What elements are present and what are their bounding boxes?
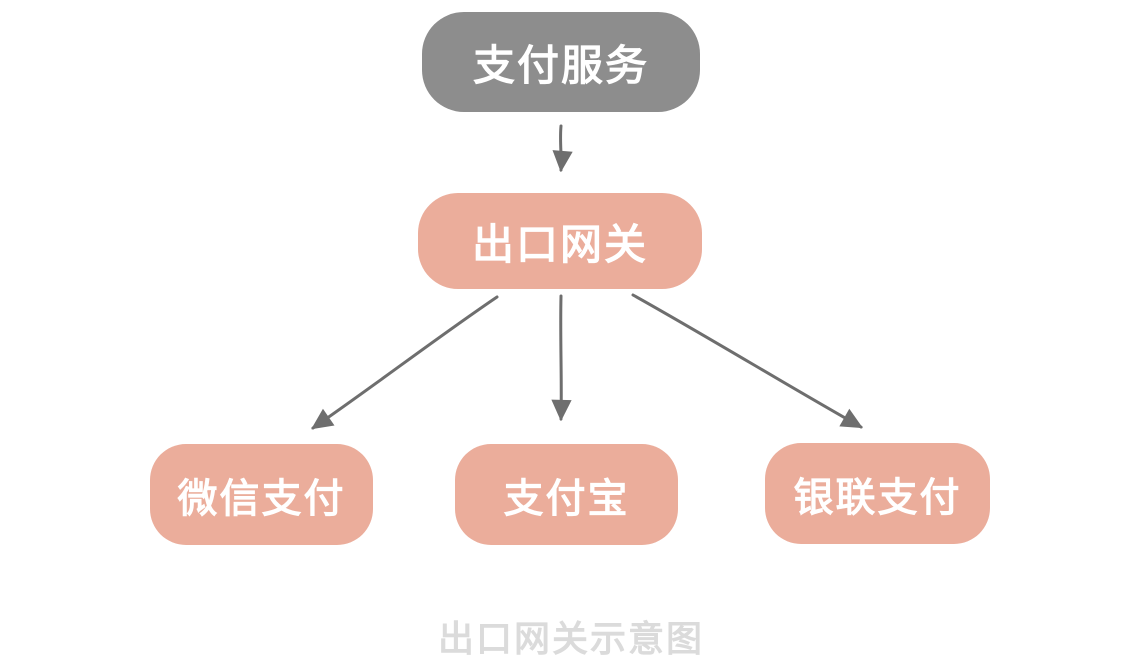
diagram-caption: 出口网关示意图 xyxy=(437,618,704,659)
node-alipay-label: 支付宝 xyxy=(503,476,630,521)
node-payment-service: 支付服务 xyxy=(422,12,700,112)
node-unionpay: 银联支付 xyxy=(765,443,990,544)
node-unionpay-label: 银联支付 xyxy=(793,475,962,520)
node-alipay: 支付宝 xyxy=(455,444,678,545)
node-wechat-pay: 微信支付 xyxy=(150,444,373,545)
node-exit-gateway: 出口网关 xyxy=(418,193,702,289)
node-wechat-pay-label: 微信支付 xyxy=(177,476,346,521)
arrow-payment-service-to-exit-gateway xyxy=(552,124,573,173)
node-exit-gateway-label: 出口网关 xyxy=(471,220,648,268)
arrow-exit-gateway-to-alipay xyxy=(551,294,572,422)
arrow-exit-gateway-to-unionpay xyxy=(631,293,863,429)
node-payment-service-label: 支付服务 xyxy=(472,41,649,89)
arrow-exit-gateway-to-wechat-pay xyxy=(311,295,499,430)
